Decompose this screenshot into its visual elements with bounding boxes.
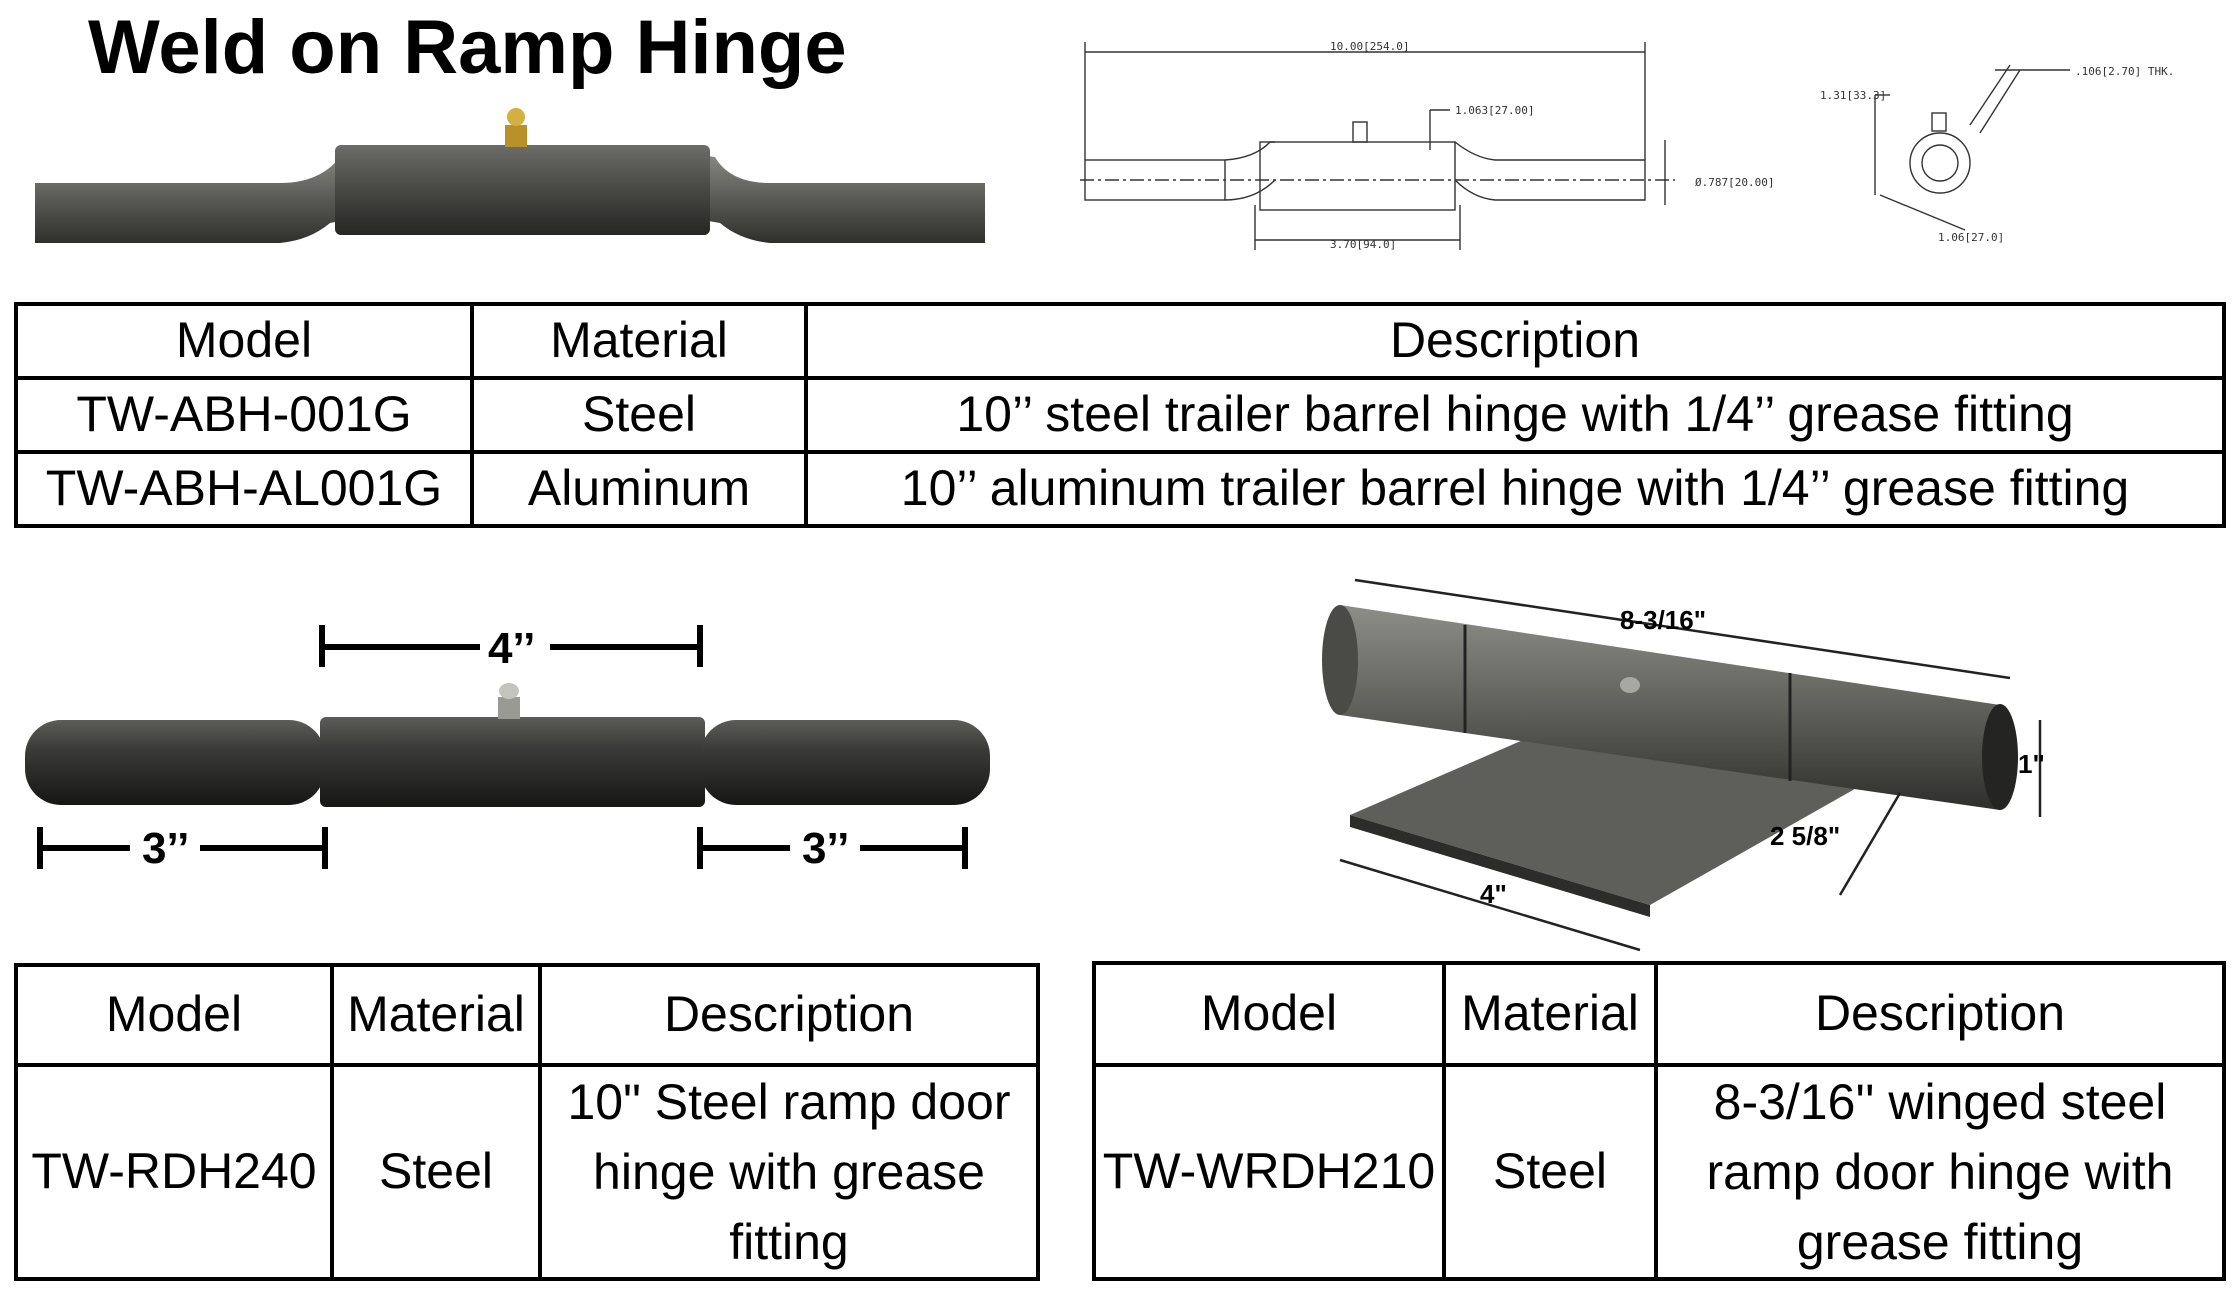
table-row: TW-WRDH210 Steel 8-3/16'' winged steel r… bbox=[1092, 1063, 2226, 1281]
cell-material: Aluminum bbox=[470, 450, 808, 528]
abh-spec-table: Model Material Description TW-ABH-001G S… bbox=[14, 302, 2226, 528]
ramp-door-hinge-photo: 4’’ 3’’ 3’’ bbox=[25, 624, 990, 873]
wing-depth-dim-label: 2 5/8" bbox=[1770, 821, 1840, 851]
side-thickness-dim: .106[2.70] THK. bbox=[2075, 65, 2174, 78]
header-description: Description bbox=[538, 963, 1040, 1067]
table-row: TW-ABH-AL001G Aluminum 10’’ aluminum tra… bbox=[14, 450, 2226, 528]
top-dim-label: 4’’ bbox=[488, 624, 535, 673]
header-material: Material bbox=[1442, 961, 1658, 1067]
cell-material: Steel bbox=[1442, 1063, 1658, 1281]
cell-description: 10’’ aluminum trailer barrel hinge with … bbox=[804, 450, 2226, 528]
table-header-row: Model Material Description bbox=[1092, 961, 2226, 1067]
header-description: Description bbox=[804, 302, 2226, 380]
cell-description: 10’’ steel trailer barrel hinge with 1/4… bbox=[804, 376, 2226, 454]
overall-length-dim: 10.00[254.0] bbox=[1330, 40, 1409, 53]
header-material: Material bbox=[330, 963, 542, 1067]
header-model: Model bbox=[14, 963, 334, 1067]
length-dim-label: 8-3/16" bbox=[1620, 605, 1706, 635]
cell-model: TW-WRDH210 bbox=[1092, 1063, 1446, 1281]
left-dim-label: 3’’ bbox=[142, 824, 189, 873]
header-model: Model bbox=[14, 302, 474, 380]
cell-model: TW-ABH-AL001G bbox=[14, 450, 474, 528]
table-row: TW-ABH-001G Steel 10’’ steel trailer bar… bbox=[14, 376, 2226, 454]
cell-material: Steel bbox=[470, 376, 808, 454]
cell-model: TW-RDH240 bbox=[14, 1063, 334, 1281]
fitting-height-dim: 1.063[27.00] bbox=[1455, 104, 1534, 117]
height-dim-label: 1" bbox=[2018, 749, 2045, 779]
side-view-drawing: 1.31[33.3] .106[2.70] THK. 1.06[27.0] bbox=[1820, 64, 2174, 244]
cell-material: Steel bbox=[330, 1063, 542, 1281]
cell-description: 8-3/16'' winged steel ramp door hinge wi… bbox=[1654, 1063, 2226, 1281]
side-height-dim: 1.31[33.3] bbox=[1820, 89, 1886, 102]
header-material: Material bbox=[470, 302, 808, 380]
header-description: Description bbox=[1654, 961, 2226, 1067]
barrel-length-dim: 3.70[94.0] bbox=[1330, 238, 1396, 251]
front-view-drawing: 10.00[254.0] 1.063[27.00] Ø.787[20.00] 3… bbox=[1080, 40, 1774, 251]
cell-model: TW-ABH-001G bbox=[14, 376, 474, 454]
page-title: Weld on Ramp Hinge bbox=[88, 5, 847, 90]
rdh-spec-table: Model Material Description TW-RDH240 Ste… bbox=[14, 963, 1040, 1281]
cell-description: 10" Steel ramp door hinge with grease fi… bbox=[538, 1063, 1040, 1281]
right-dim-label: 3’’ bbox=[802, 824, 849, 873]
wing-width-dim-label: 4" bbox=[1480, 879, 1507, 909]
side-width-dim: 1.06[27.0] bbox=[1938, 231, 2004, 244]
wrdh-spec-table: Model Material Description TW-WRDH210 St… bbox=[1092, 961, 2226, 1281]
table-header-row: Model Material Description bbox=[14, 302, 2226, 380]
diameter-dim: Ø.787[20.00] bbox=[1695, 176, 1774, 189]
weld-on-hinge-photo bbox=[35, 108, 985, 243]
winged-hinge-photo: 8-3/16" 1" 2 5/8" 4" bbox=[1322, 578, 2045, 952]
table-row: TW-RDH240 Steel 10" Steel ramp door hing… bbox=[14, 1063, 1040, 1281]
table-header-row: Model Material Description bbox=[14, 963, 1040, 1067]
header-model: Model bbox=[1092, 961, 1446, 1067]
